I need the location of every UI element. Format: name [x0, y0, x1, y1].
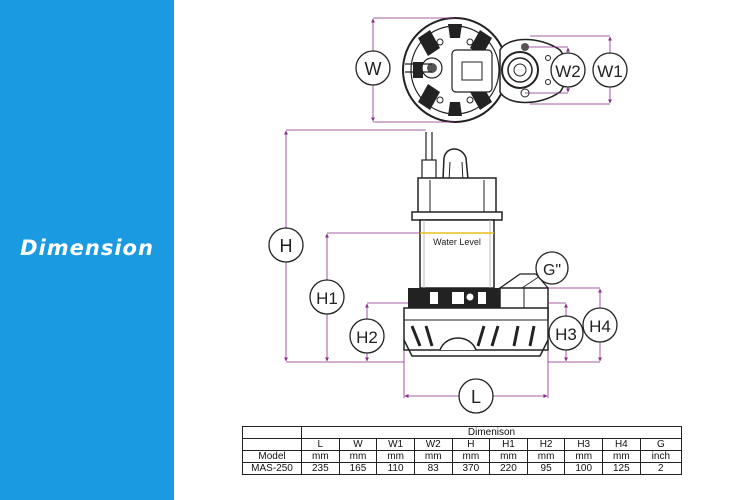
table-unit-cell: mm [301, 450, 340, 463]
dimension-h: H [268, 129, 426, 363]
dimension-h4: H4 [548, 287, 618, 362]
table-unit-row: Model mm mm mm mm mm mm mm mm mm inch [242, 450, 683, 463]
table-title-row: Dimenison [242, 426, 682, 439]
table-unit-cell: mm [526, 450, 566, 463]
table-header-cell: W2 [413, 438, 453, 451]
table-header-cell: H3 [564, 438, 604, 451]
dimension-g: G" [521, 251, 569, 289]
table-cell: 165 [338, 462, 378, 475]
label-h1: H1 [316, 289, 338, 308]
table-header-row: L W W1 W2 H H1 H2 H3 H4 G [242, 438, 683, 451]
table-header-cell: W1 [376, 438, 415, 451]
label-h3: H3 [555, 325, 577, 344]
top-view [402, 17, 567, 123]
label-g: G" [543, 262, 561, 279]
table-row: MAS-250 235 165 110 83 370 220 95 100 12… [242, 462, 683, 475]
dimension-h3: H3 [548, 302, 600, 363]
table-unit-cell: inch [639, 450, 683, 463]
table-header-cell: H4 [602, 438, 641, 451]
table-model-label: Model [242, 450, 302, 463]
table-cell: 235 [301, 462, 340, 475]
table-header-cell: H1 [489, 438, 528, 451]
dimension-h1: H1 [309, 232, 420, 362]
label-w1: W1 [597, 62, 623, 81]
table-header-cell: W [338, 438, 378, 451]
table-cell: 110 [376, 462, 415, 475]
water-level-label: Water Level [433, 237, 481, 247]
table-unit-cell: mm [602, 450, 641, 463]
dimension-w2: W2 [525, 46, 586, 94]
table-header-empty [242, 438, 302, 451]
label-l: L [471, 387, 481, 407]
sidebar-title: Dimension [20, 236, 154, 260]
table-cell: 220 [489, 462, 528, 475]
table-cell: 370 [451, 462, 491, 475]
table-header-cell: L [301, 438, 340, 451]
table-title: Dimenison [301, 426, 682, 439]
table-unit-cell: mm [376, 450, 415, 463]
label-w: W [365, 59, 382, 79]
table-unit-cell: mm [338, 450, 378, 463]
table-header-cell: H2 [526, 438, 566, 451]
dimension-w: W [355, 17, 455, 123]
pump-dimension-drawing: W W2 W1 Water Level [268, 17, 628, 414]
sidebar: Dimension [0, 0, 174, 500]
table-header-cell: H [451, 438, 491, 451]
table-header-cell: G [639, 438, 683, 451]
label-h: H [280, 236, 293, 256]
table-unit-cell: mm [489, 450, 528, 463]
front-view: Water Level [403, 132, 549, 357]
dimension-w1: W1 [530, 35, 628, 105]
dimension-table: Dimenison L W W1 W2 H H1 H2 H3 H4 G Mode… [242, 426, 683, 475]
table-cell: 125 [602, 462, 641, 475]
table-corner-cell [242, 426, 302, 439]
label-h4: H4 [589, 317, 611, 336]
table-cell: 95 [526, 462, 566, 475]
dimension-h2: H2 [349, 302, 408, 362]
label-w2: W2 [555, 62, 581, 81]
label-h2: H2 [356, 328, 378, 347]
table-unit-cell: mm [451, 450, 491, 463]
table-unit-cell: mm [413, 450, 453, 463]
table-cell: 83 [413, 462, 453, 475]
dimension-l: L [403, 350, 549, 414]
table-model-cell: MAS-250 [242, 462, 302, 475]
table-cell: 2 [639, 462, 683, 475]
table-unit-cell: mm [564, 450, 604, 463]
table-cell: 100 [564, 462, 604, 475]
